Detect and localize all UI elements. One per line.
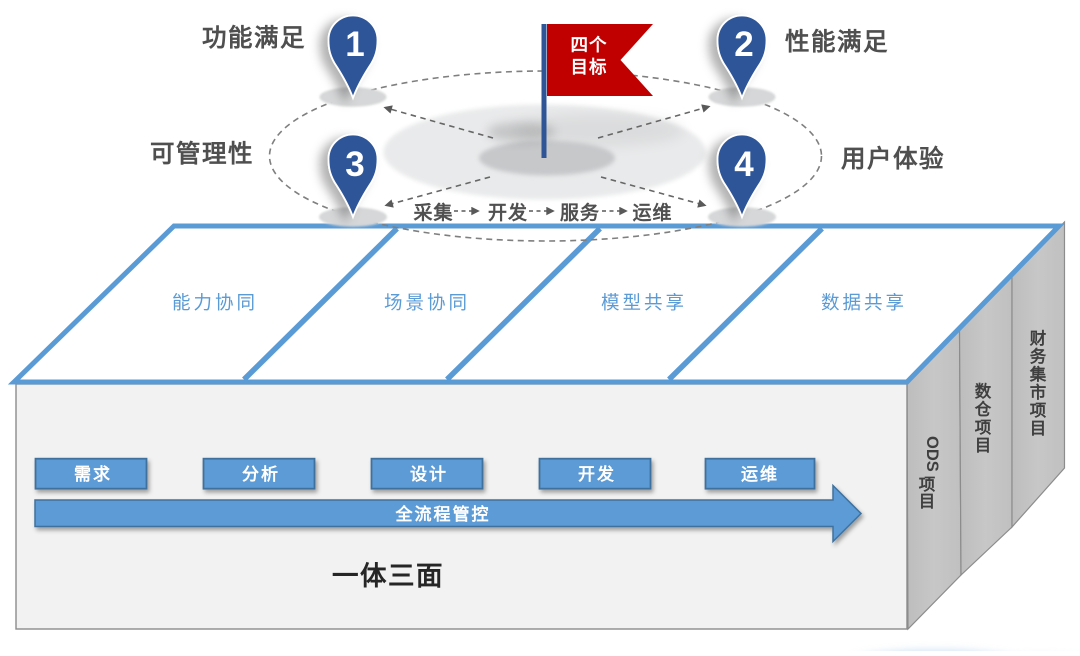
- svg-text:四个: 四个: [571, 35, 608, 55]
- svg-text:项: 项: [975, 418, 992, 437]
- svg-text:分析: 分析: [242, 464, 280, 484]
- svg-text:服务: 服务: [560, 201, 600, 224]
- svg-text:性能满足: 性能满足: [785, 27, 889, 56]
- svg-text:项: 项: [1030, 401, 1047, 420]
- svg-text:需求: 需求: [74, 464, 112, 484]
- svg-text:集: 集: [1029, 364, 1047, 384]
- svg-text:2: 2: [734, 25, 753, 64]
- svg-text:模型共享: 模型共享: [601, 292, 687, 313]
- svg-text:设计: 设计: [410, 464, 448, 484]
- svg-text:财: 财: [1029, 328, 1047, 348]
- svg-text:开发: 开发: [578, 464, 616, 484]
- svg-text:一体三面: 一体三面: [332, 561, 444, 591]
- svg-text:市: 市: [1030, 382, 1047, 402]
- svg-text:ODS: ODS: [923, 436, 941, 472]
- svg-text:目标: 目标: [571, 57, 608, 77]
- svg-text:目: 目: [975, 436, 992, 455]
- svg-text:运维: 运维: [632, 201, 672, 224]
- svg-text:全流程管控: 全流程管控: [395, 504, 491, 524]
- svg-text:3: 3: [345, 145, 364, 184]
- svg-text:开发: 开发: [488, 201, 528, 224]
- svg-text:数: 数: [975, 381, 992, 401]
- svg-text:功能满足: 功能满足: [202, 23, 306, 52]
- svg-text:仓: 仓: [974, 399, 992, 419]
- svg-text:运维: 运维: [741, 464, 779, 484]
- svg-text:可管理性: 可管理性: [150, 139, 254, 168]
- svg-text:项: 项: [919, 475, 936, 494]
- svg-text:目: 目: [1030, 419, 1047, 438]
- svg-text:务: 务: [1030, 346, 1047, 366]
- svg-text:目: 目: [919, 492, 936, 511]
- svg-text:数据共享: 数据共享: [821, 292, 907, 313]
- svg-text:场景协同: 场景协同: [384, 292, 470, 313]
- svg-text:4: 4: [734, 145, 754, 184]
- svg-text:用户体验: 用户体验: [841, 144, 945, 173]
- svg-text:1: 1: [345, 25, 364, 64]
- svg-text:能力协同: 能力协同: [172, 292, 258, 313]
- svg-text:采集: 采集: [413, 201, 453, 224]
